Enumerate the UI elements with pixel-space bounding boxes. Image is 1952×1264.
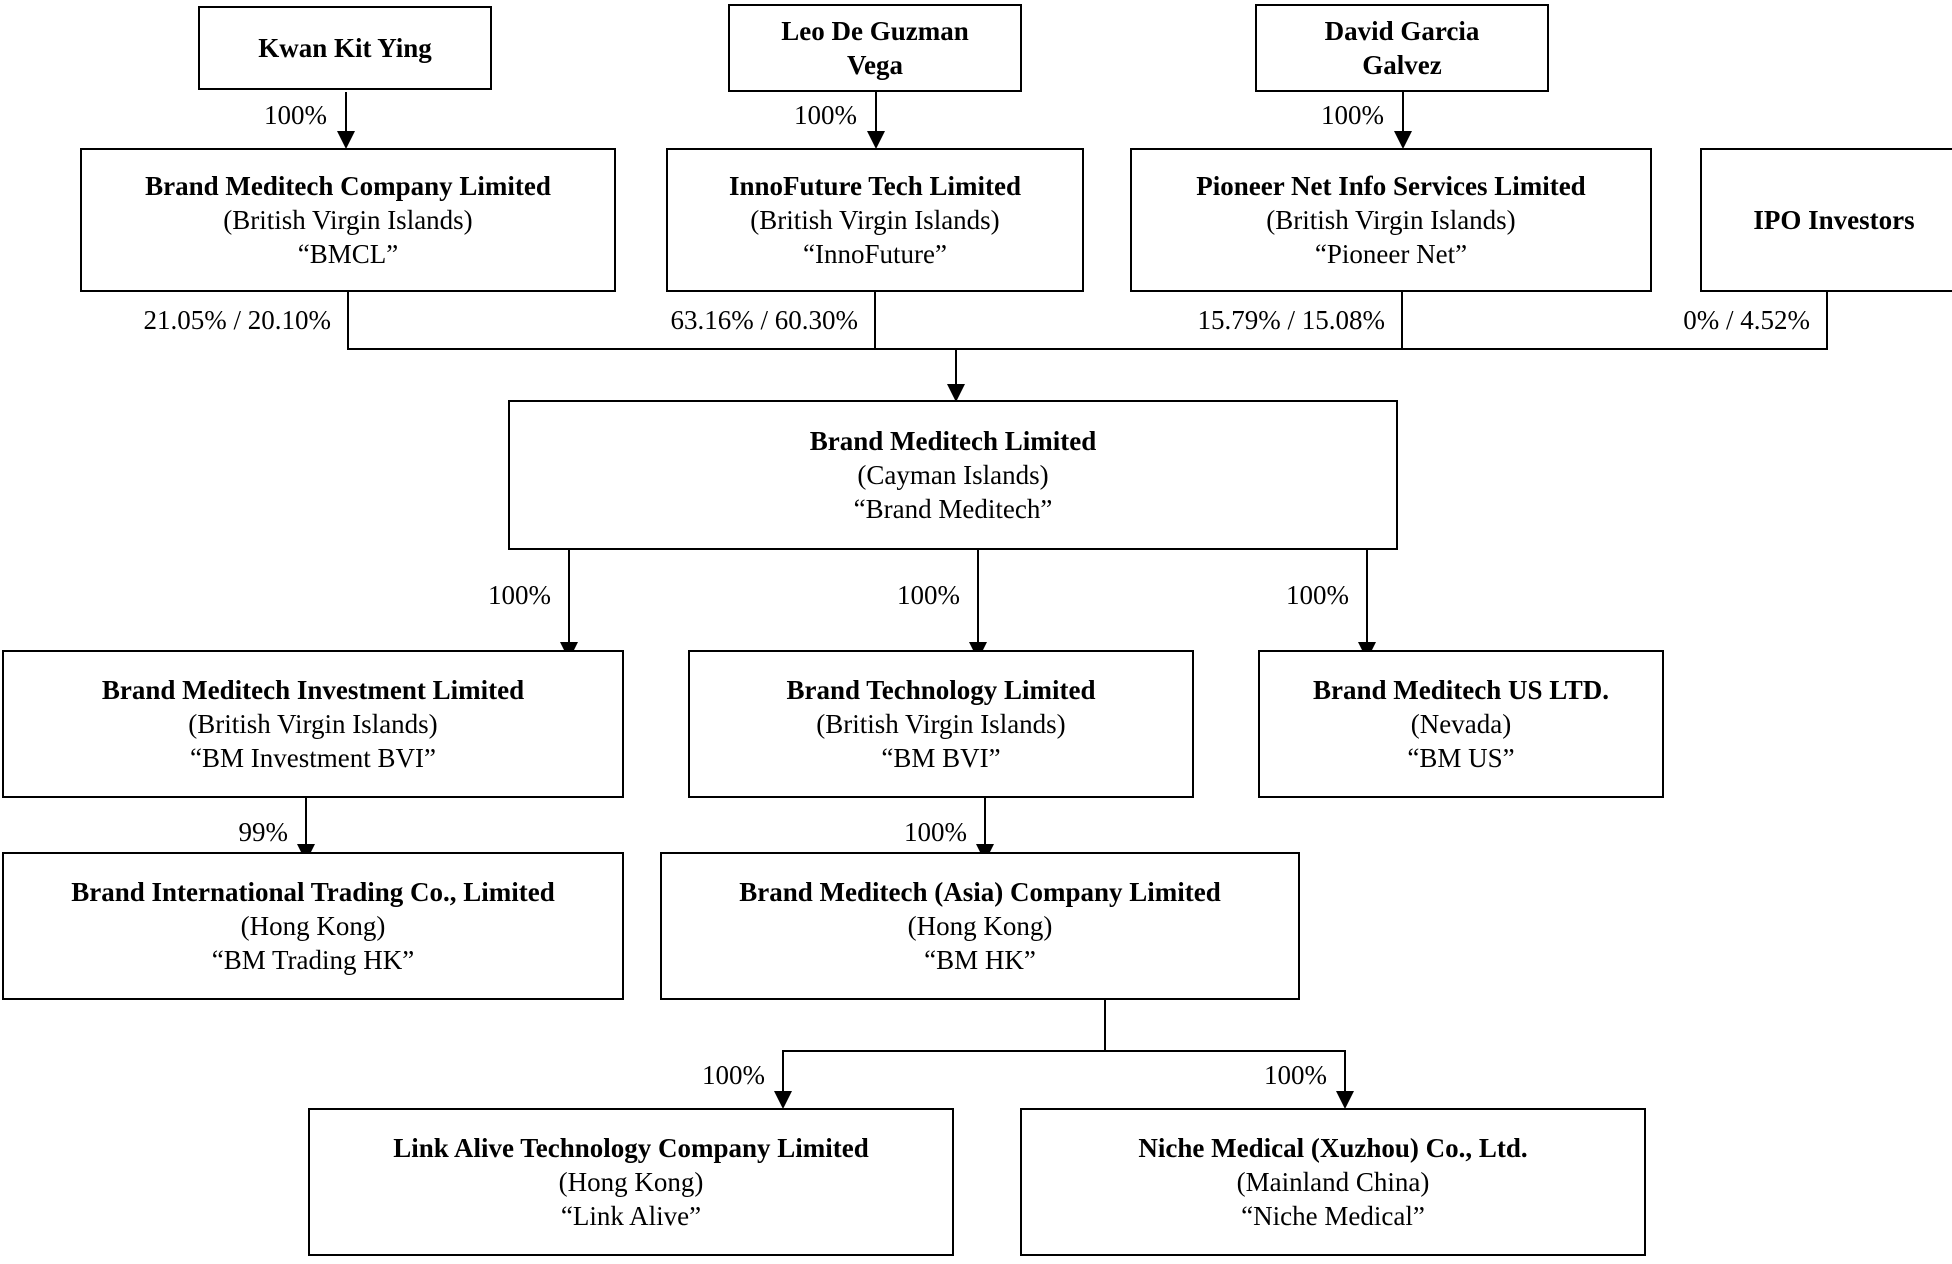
node-kwan-kit-ying[interactable]: Kwan Kit Ying [198,6,492,90]
node-bmcl[interactable]: Brand Meditech Company Limited (British … [80,148,616,292]
edge-line-bmcl-drop [347,292,349,350]
edge-label-leo-to-innofuture: 100% [794,100,857,130]
edge-line-pioneer-drop [1401,292,1403,350]
node-label-name-line2: Galvez [1362,50,1442,80]
edge-line-david-to-pioneer [1402,92,1404,138]
edge-label-brand-tech-to-bm-hk: 100% [904,817,967,847]
edge-line-bm-investment-to-bm-trading [305,798,307,851]
node-label-name: IPO Investors [1753,204,1915,235]
node-link-alive[interactable]: Link Alive Technology Company Limited (H… [308,1108,954,1256]
edge-bus-bm-hk-split [782,1050,1346,1052]
edge-label-kwan-to-bmcl: 100% [264,100,327,130]
node-bm-trading-hk[interactable]: Brand International Trading Co., Limited… [2,852,624,1000]
edge-label-bm-to-brand-tech: 100% [897,580,960,610]
edge-label-pioneer-to-brand-meditech: 15.79% / 15.08% [1197,305,1385,335]
node-label-alias: “Pioneer Net” [1314,239,1468,269]
node-label-jurisdiction: (Cayman Islands) [857,459,1049,490]
edge-label-bm-to-bm-investment: 100% [488,580,551,610]
node-label-jurisdiction: (Nevada) [1410,708,1512,739]
node-label-alias: “BM Investment BVI” [190,743,436,773]
edge-bus-to-brand-meditech [347,348,1828,350]
node-label-name: Brand Meditech US LTD. [1312,674,1610,705]
node-brand-technology-limited[interactable]: Brand Technology Limited (British Virgin… [688,650,1194,798]
node-label-jurisdiction: (British Virgin Islands) [1266,204,1516,235]
node-label-name: Niche Medical (Xuzhou) Co., Ltd. [1138,1132,1528,1163]
edge-line-leo-to-innofuture [875,92,877,138]
node-bm-investment-bvi[interactable]: Brand Meditech Investment Limited (Briti… [2,650,624,798]
node-label-name: Link Alive Technology Company Limited [393,1132,869,1163]
node-david-garcia-galvez[interactable]: David Garcia Galvez [1255,4,1549,92]
node-innofuture[interactable]: InnoFuture Tech Limited (British Virgin … [666,148,1084,292]
edge-label-innofuture-to-brand-meditech: 63.16% / 60.30% [670,305,858,335]
edge-line-bm-to-bm-investment [568,550,570,649]
node-label-name: Brand Meditech Limited [809,425,1097,456]
node-label-jurisdiction: (Mainland China) [1236,1166,1430,1197]
node-label-alias: “InnoFuture” [803,239,947,269]
node-label-name: Kwan Kit Ying [258,32,432,63]
node-label-alias: “BM BVI” [881,743,1001,773]
node-niche-medical[interactable]: Niche Medical (Xuzhou) Co., Ltd. (Mainla… [1020,1108,1646,1256]
node-label-jurisdiction: (Hong Kong) [240,910,386,941]
node-label-jurisdiction: (British Virgin Islands) [188,708,438,739]
node-label-alias: “Niche Medical” [1241,1201,1425,1231]
edge-label-bm-to-bm-us: 100% [1286,580,1349,610]
edge-label-david-to-pioneer: 100% [1321,100,1384,130]
node-label-name: InnoFuture Tech Limited [728,170,1022,201]
node-label-name-line1: Leo De Guzman [781,15,969,46]
node-label-jurisdiction: (Hong Kong) [907,910,1053,941]
edge-line-bm-hk-to-niche [1344,1050,1346,1098]
node-label-jurisdiction: (British Virgin Islands) [750,204,1000,235]
edge-line-kwan-to-bmcl [345,92,347,138]
edge-arrow-bm-hk-to-link-alive [774,1091,792,1109]
edge-arrow-david-to-pioneer [1394,131,1412,149]
edge-line-innofuture-drop [874,292,876,350]
node-bm-hk[interactable]: Brand Meditech (Asia) Company Limited (H… [660,852,1300,1000]
edge-label-ipo-to-brand-meditech: 0% / 4.52% [1683,305,1810,335]
node-label-name-line1: David Garcia [1324,15,1480,46]
node-leo-de-guzman-vega[interactable]: Leo De Guzman Vega [728,4,1022,92]
edge-arrow-bus-to-brand-meditech [947,384,965,402]
node-label-alias: “BM US” [1407,743,1515,773]
edge-line-bm-to-bm-us [1366,550,1368,649]
node-label-name: Brand International Trading Co., Limited [71,876,555,907]
node-label-name: Brand Meditech Investment Limited [101,674,525,705]
node-bm-us[interactable]: Brand Meditech US LTD. (Nevada) “BM US” [1258,650,1664,798]
node-label-name: Brand Meditech (Asia) Company Limited [739,876,1221,907]
node-label-alias: “BM HK” [924,945,1036,975]
node-label-name: Brand Technology Limited [786,674,1096,705]
edge-arrow-bm-hk-to-niche [1336,1091,1354,1109]
edge-label-bm-hk-to-niche: 100% [1264,1060,1327,1090]
node-brand-meditech-limited[interactable]: Brand Meditech Limited (Cayman Islands) … [508,400,1398,550]
edge-line-brand-tech-to-bm-hk [984,798,986,851]
node-label-jurisdiction: (Hong Kong) [558,1166,704,1197]
edge-label-bm-investment-to-bm-trading: 99% [238,817,289,847]
edge-line-bm-hk-stem [1104,1000,1106,1050]
node-label-alias: “Link Alive” [560,1201,702,1231]
edge-label-bm-hk-to-link-alive: 100% [702,1060,765,1090]
node-label-alias: “Brand Meditech” [853,494,1053,524]
edge-line-bus-to-brand-meditech [955,348,957,391]
edge-line-ipo-drop [1826,292,1828,350]
node-label-jurisdiction: (British Virgin Islands) [223,204,473,235]
edge-arrow-kwan-to-bmcl [337,131,355,149]
node-label-alias: “BMCL” [297,239,399,269]
node-label-name: Brand Meditech Company Limited [145,170,551,201]
node-label-name-line2: Vega [846,50,903,80]
edge-line-bm-to-brand-tech [977,550,979,649]
node-label-alias: “BM Trading HK” [211,945,415,975]
node-pioneer-net[interactable]: Pioneer Net Info Services Limited (Briti… [1130,148,1652,292]
edge-line-bm-hk-to-link-alive [782,1050,784,1098]
node-ipo-investors[interactable]: IPO Investors [1700,148,1952,292]
node-label-jurisdiction: (British Virgin Islands) [816,708,1066,739]
edge-label-bmcl-to-brand-meditech: 21.05% / 20.10% [143,305,331,335]
node-label-name: Pioneer Net Info Services Limited [1196,170,1586,201]
edge-arrow-leo-to-innofuture [867,131,885,149]
